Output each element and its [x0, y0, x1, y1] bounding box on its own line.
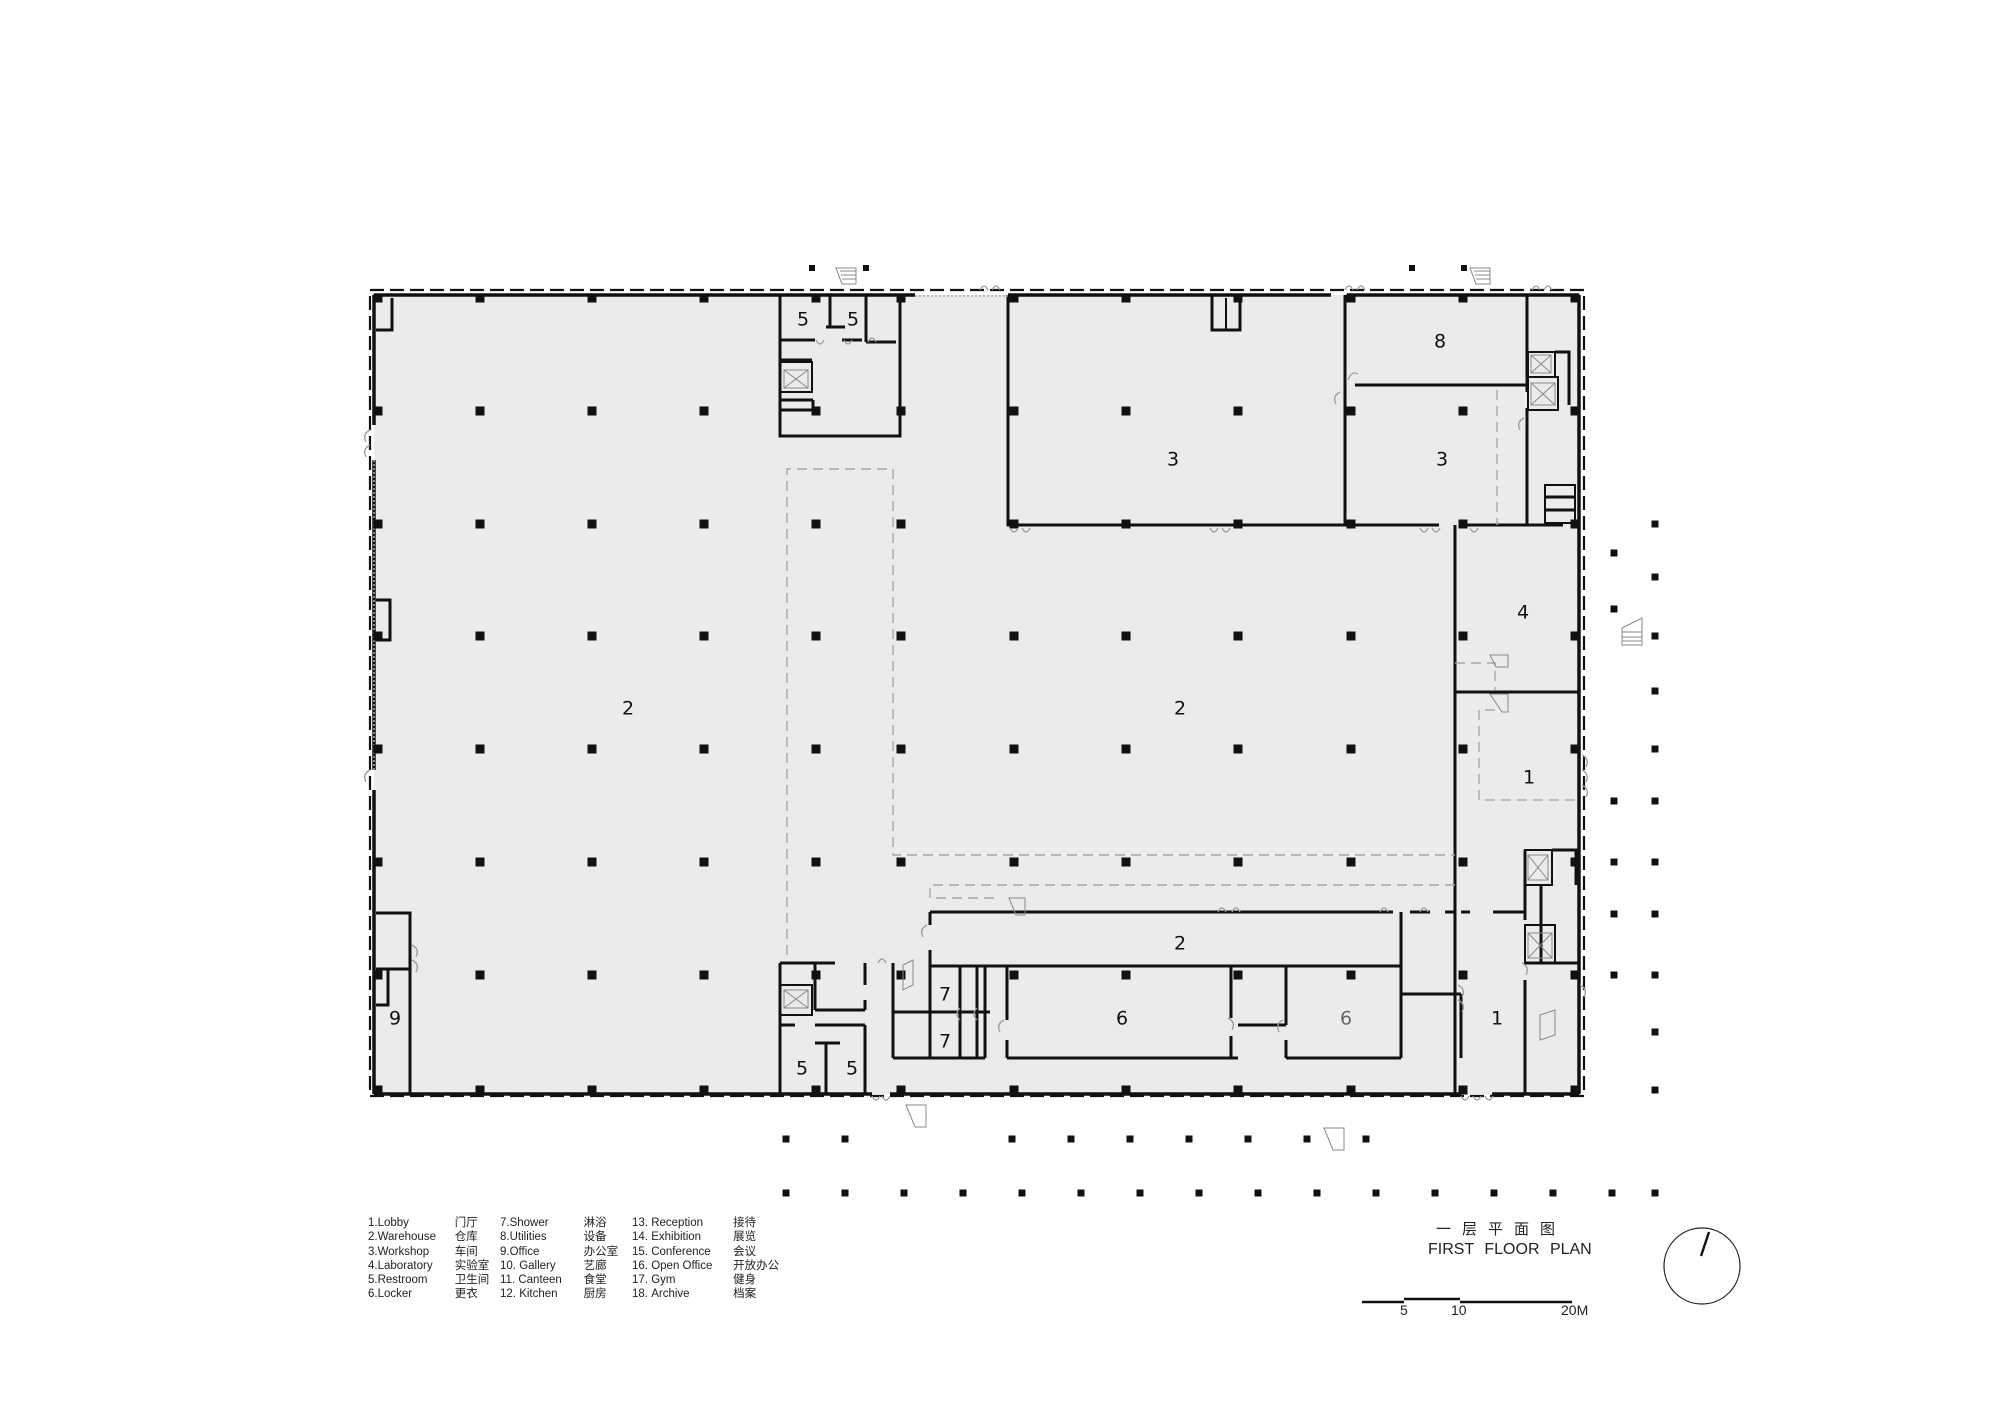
- legend-item-en: 4.Laboratory: [368, 1259, 433, 1272]
- legend-item-en: 6.Locker: [368, 1288, 413, 1301]
- scale-label-20m: 20M: [1561, 1302, 1589, 1318]
- drawing-title: 一层平面图 FIRST FLOOR PLAN: [1428, 1218, 1592, 1259]
- room-label: 7: [939, 984, 951, 1006]
- legend-item-en: 17. Gym: [632, 1274, 676, 1287]
- legend-item-en: 5.Restroom: [368, 1274, 428, 1287]
- room-label: 5: [846, 1058, 858, 1080]
- legend-item-zh: 卫生间: [454, 1274, 490, 1287]
- legend-item-en: 1.Lobby: [368, 1217, 409, 1229]
- room-label: 2: [1174, 933, 1186, 955]
- room-label: 1: [1491, 1008, 1503, 1030]
- legend-item-zh: 展览: [733, 1231, 757, 1244]
- legend-item-zh: 淋浴: [583, 1217, 607, 1229]
- stair-icons: [835, 267, 1643, 1151]
- elevator-icons: [783, 354, 1556, 1009]
- room-label: 6: [1116, 1008, 1128, 1030]
- room-labels: 5 5 8 3 3 4 2 2 1 2 7 7 6 6 1 9 5 5: [389, 309, 1535, 1080]
- legend-item-en: 12. Kitchen: [500, 1288, 558, 1301]
- north-arrow-icon: [1663, 1227, 1741, 1305]
- room-label: 2: [622, 698, 634, 720]
- room-label: 6: [1340, 1008, 1352, 1030]
- legend-item-zh: 更衣: [454, 1288, 478, 1301]
- structural-columns: [373, 265, 1659, 1197]
- room-label: 3: [1436, 449, 1448, 471]
- legend-item-zh: 车间: [454, 1245, 478, 1258]
- room-label: 5: [847, 309, 859, 331]
- legend-item-zh: 厨房: [583, 1288, 607, 1301]
- legend-item-en: 16. Open Office: [632, 1259, 713, 1272]
- legend-item-zh: 设备: [583, 1231, 607, 1244]
- legend-item-en: 18. Archive: [632, 1288, 690, 1301]
- doors: [364, 285, 1588, 1101]
- room-legend: 1.Lobby 门厅 2.Warehouse 仓库 3.Workshop 车间 4.L…: [368, 1216, 792, 1302]
- legend-item-en: 8.Utilities: [500, 1231, 547, 1244]
- legend-column-2: 7.Shower 淋浴 8.Utilities 设备 9.Office 办公室 10.…: [500, 1216, 632, 1302]
- legend-item-en: 14. Exhibition: [632, 1231, 702, 1244]
- scale-label-10: 10: [1451, 1302, 1467, 1318]
- legend-item-zh: 仓库: [454, 1231, 478, 1244]
- room-label: 2: [1174, 698, 1186, 720]
- room-label: 5: [796, 1058, 808, 1080]
- legend-item-en: 11. Canteen: [500, 1274, 562, 1287]
- dashed-zones: [373, 295, 1575, 955]
- legend-item-en: 13. Reception: [632, 1217, 703, 1229]
- legend-column-3: 13. Reception 接待 14. Exhibition 展览 15. Con…: [632, 1216, 792, 1302]
- legend-item-zh: 接待: [733, 1217, 757, 1229]
- legend-item-en: 2.Warehouse: [368, 1231, 436, 1244]
- room-label: 8: [1434, 331, 1446, 353]
- legend-item-zh: 会议: [733, 1245, 757, 1258]
- legend-item-zh: 办公室: [583, 1245, 619, 1258]
- room-label: 7: [939, 1031, 951, 1053]
- legend-item-zh: 实验室: [454, 1259, 490, 1272]
- legend-item-en: 9.Office: [500, 1245, 540, 1258]
- drawing-title-en: FIRST FLOOR PLAN: [1428, 1241, 1592, 1258]
- room-label: 3: [1167, 449, 1179, 471]
- interior-walls: [376, 293, 1579, 1094]
- scale-bar: [1362, 1297, 1572, 1304]
- legend-item-zh: 艺廊: [583, 1259, 607, 1272]
- legend-item-zh: 食堂: [583, 1274, 607, 1287]
- legend-item-en: 15. Conference: [632, 1245, 711, 1258]
- legend-column-1: 1.Lobby 门厅 2.Warehouse 仓库 3.Workshop 车间 4.L…: [368, 1216, 500, 1302]
- drawing-title-zh: 一层平面图: [1436, 1220, 1567, 1238]
- legend-item-zh: 开放办公: [733, 1259, 780, 1272]
- room-label: 5: [797, 309, 809, 331]
- floor-area: [374, 295, 1579, 1094]
- legend-item-en: 3.Workshop: [368, 1245, 430, 1258]
- legend-item-en: 10. Gallery: [500, 1259, 556, 1272]
- legend-item-zh: 门厅: [454, 1217, 478, 1229]
- scale-label-5: 5: [1400, 1302, 1408, 1318]
- room-label: 9: [389, 1008, 401, 1030]
- legend-item-zh: 健身: [733, 1274, 757, 1287]
- building-envelope-dashed: [368, 288, 1586, 1098]
- legend-item-zh: 档案: [733, 1288, 757, 1301]
- room-label: 1: [1523, 767, 1535, 789]
- room-label: 4: [1517, 602, 1529, 624]
- legend-item-en: 7.Shower: [500, 1217, 549, 1229]
